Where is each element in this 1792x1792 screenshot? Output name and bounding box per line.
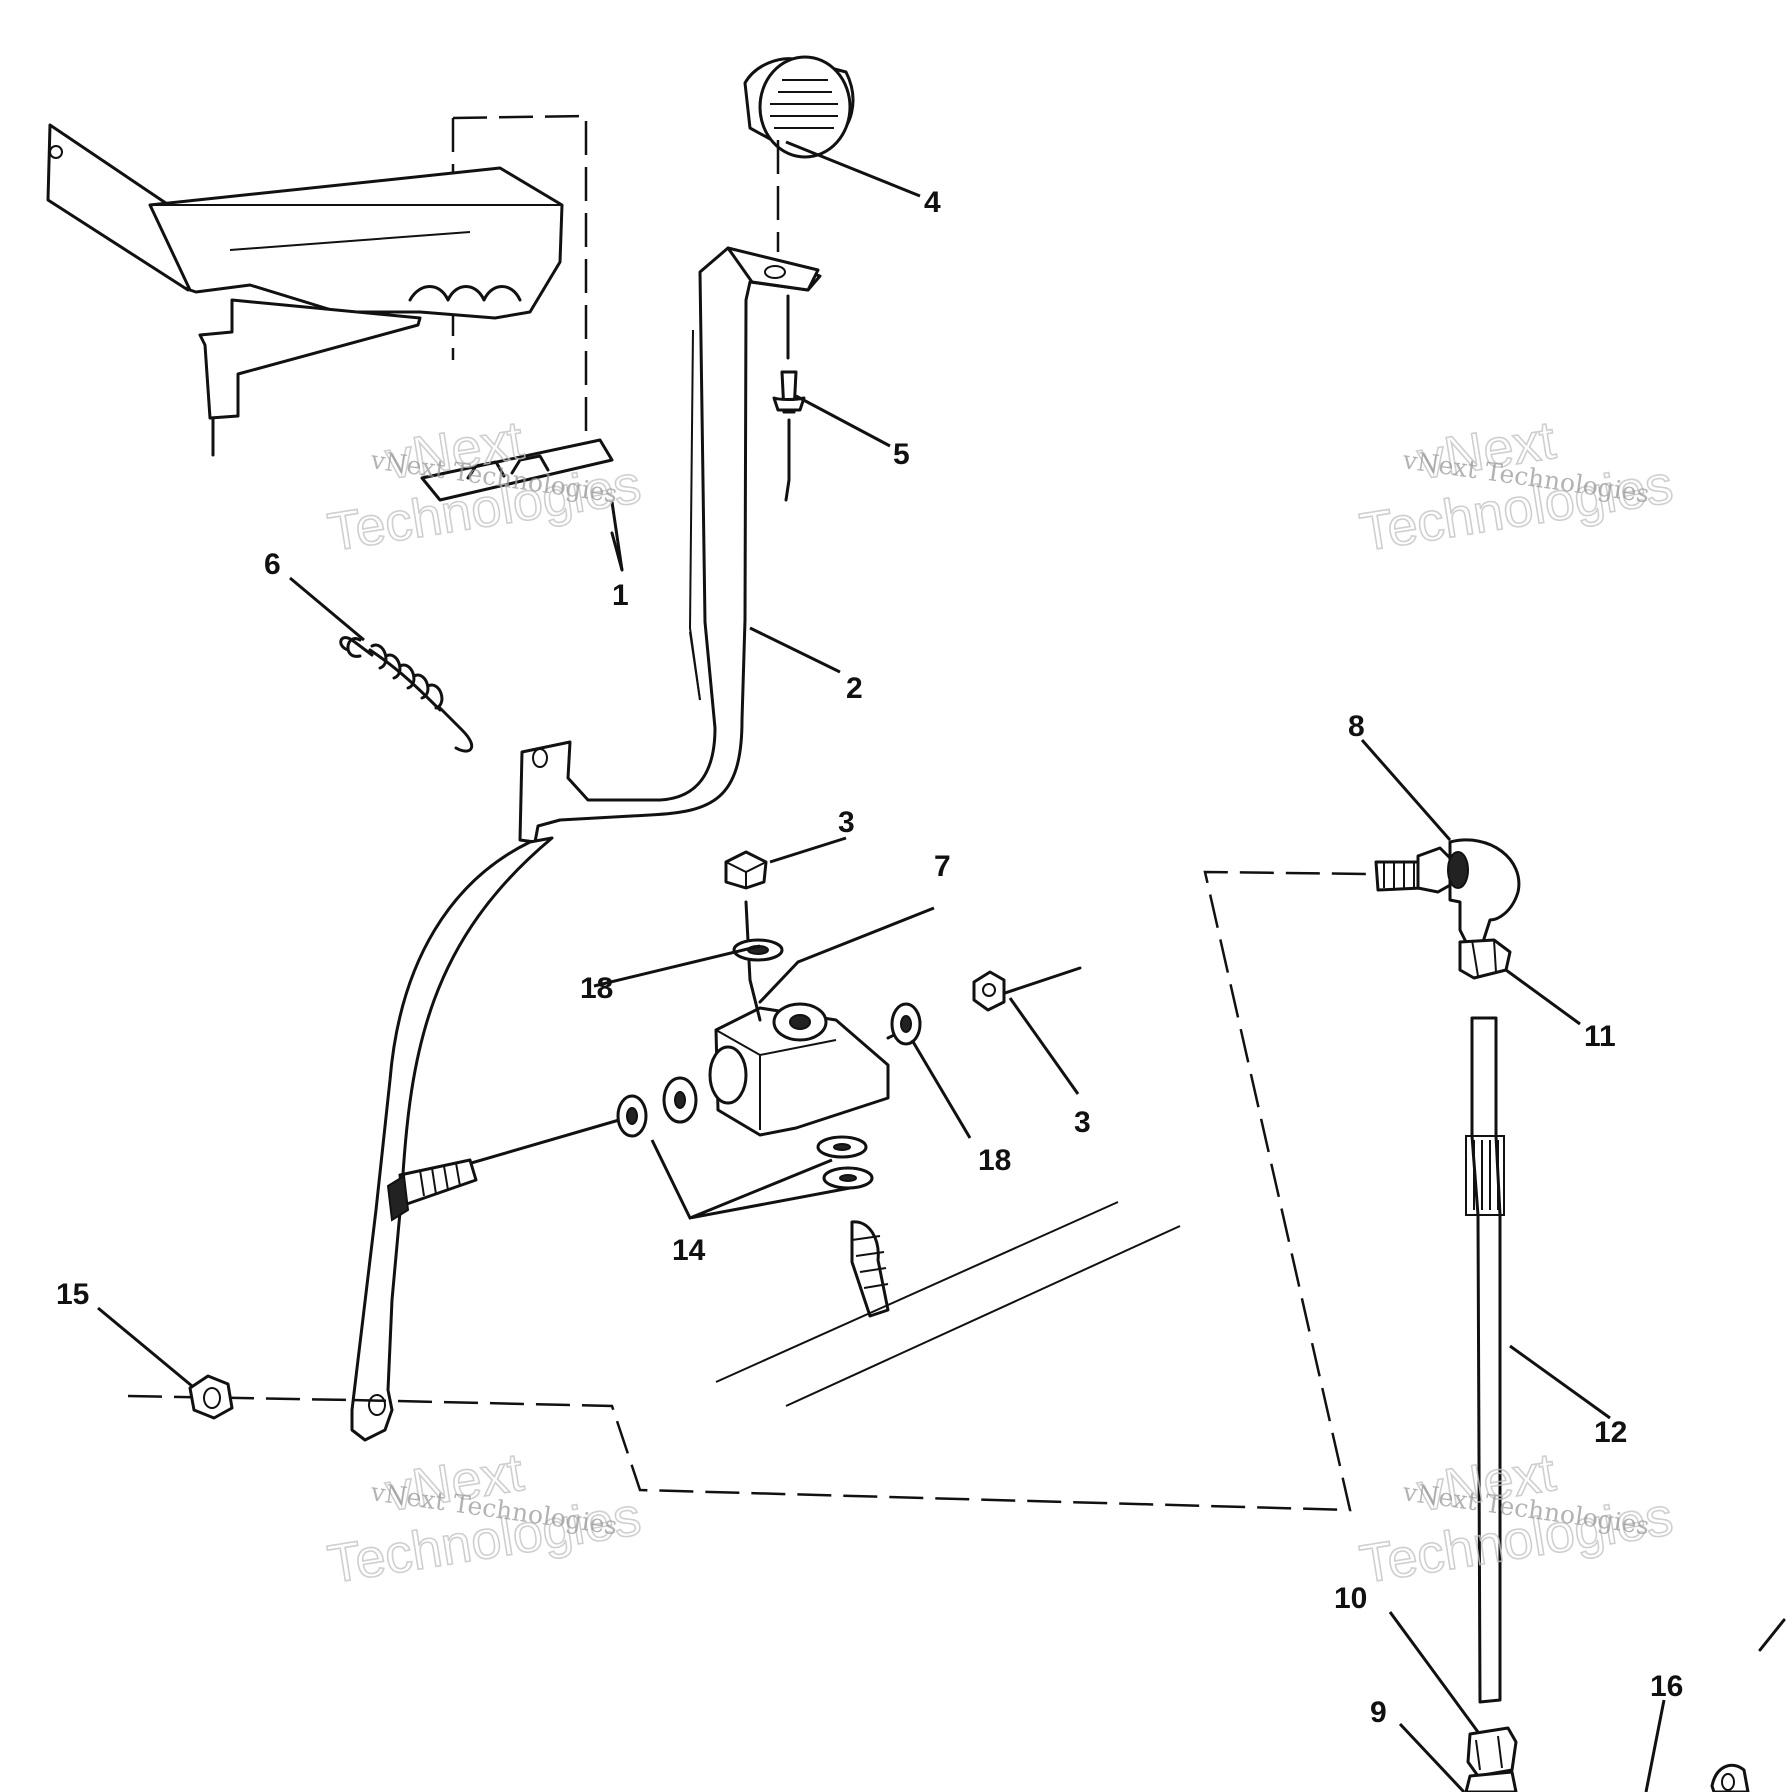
part-15-nut	[127, 1374, 351, 1420]
frame-lines	[715, 1201, 1181, 1407]
callout-10: 10	[1334, 1582, 1367, 1615]
part-1-pedal-bracket	[46, 114, 624, 572]
callout-18-left: 18	[580, 972, 613, 1005]
part-5-pin	[772, 294, 806, 502]
detail-outline	[351, 870, 1371, 1512]
callout-8: 8	[1348, 710, 1365, 743]
callout-3-top: 3	[838, 806, 855, 839]
callout-5: 5	[893, 438, 910, 471]
part-2-lever-arm	[350, 246, 822, 1442]
part-4-knob	[743, 55, 855, 252]
callout-12: 12	[1594, 1416, 1627, 1449]
leader-lines	[97, 140, 1666, 1792]
callout-9: 9	[1370, 1696, 1387, 1729]
part-8-ball-joint	[1374, 838, 1521, 980]
part-9-10-bottom-joint	[1464, 1726, 1518, 1792]
callout-15: 15	[56, 1278, 89, 1311]
callout-2: 2	[846, 672, 863, 705]
part-16-bracket	[1710, 1618, 1786, 1792]
callout-1: 1	[612, 579, 629, 612]
part-6-spring	[339, 636, 474, 753]
part-7-block	[708, 960, 890, 1137]
callout-14: 14	[672, 1234, 706, 1267]
callouts: 1 2 3 3 4 5 6 7 8 9 10 11 12 14 15 16 18…	[56, 186, 1683, 1729]
callout-11: 11	[1584, 1020, 1616, 1053]
callout-4: 4	[924, 186, 941, 219]
callout-3-right: 3	[1074, 1106, 1091, 1139]
callout-18-right: 18	[978, 1144, 1011, 1177]
part-12-shaft	[1465, 1016, 1505, 1704]
callout-6: 6	[264, 548, 281, 581]
callout-16: 16	[1650, 1670, 1683, 1703]
callout-7: 7	[934, 850, 951, 883]
hardware-fasteners	[386, 850, 1082, 1318]
